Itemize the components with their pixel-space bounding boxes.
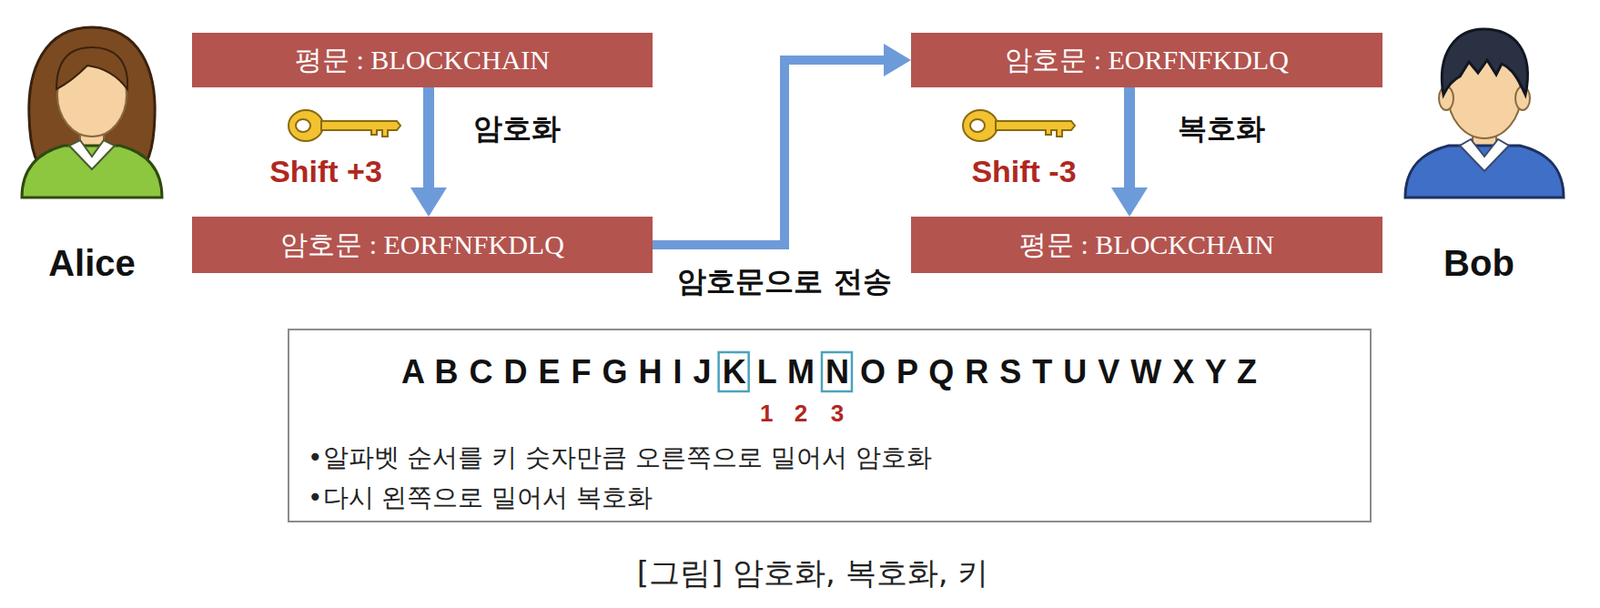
arrow-head xyxy=(883,43,912,77)
alphabet-row: A B C D E F G H I J K L M N O P Q R S T … xyxy=(289,352,1370,393)
shift-number: 3 xyxy=(830,399,844,427)
flow-arrow xyxy=(1111,87,1148,217)
alice-icon xyxy=(21,27,163,198)
ciphertext-box: 암호문 : EORFNFKDLQ xyxy=(192,216,653,274)
arrow-shaft xyxy=(1124,87,1135,190)
box-text: 평문 : BLOCKCHAIN xyxy=(1019,228,1275,262)
arrow-head xyxy=(1111,187,1148,217)
ciphertext-box: 암호문 : EORFNFKDLQ xyxy=(911,32,1383,88)
box-text: 암호문 : EORFNFKDLQ xyxy=(280,228,565,262)
key-icon xyxy=(288,110,401,142)
shift-key-label: Shift +3 xyxy=(269,153,383,190)
edge-label: 암호문으로 전송 xyxy=(674,262,894,303)
edge-label: 복호화 xyxy=(1174,109,1268,150)
shift-number: 2 xyxy=(794,399,808,427)
alphabet-panel: A B C D E F G H I J K L M N O P Q R S T … xyxy=(287,328,1372,523)
box-text: 암호문 : EORFNFKDLQ xyxy=(1004,43,1289,77)
figure-caption: [그림] 암호화, 복호화, 키 xyxy=(637,552,990,595)
bullet-note: •알파벳 순서를 키 숫자만큼 오른쪽으로 밀어서 암호화 xyxy=(307,440,932,476)
arrow-shaft xyxy=(652,60,886,245)
edge-label: 암호화 xyxy=(470,109,564,150)
box-text: 평문 : BLOCKCHAIN xyxy=(294,43,550,77)
shift-key-label: Shift -3 xyxy=(971,153,1076,190)
plaintext-box: 평문 : BLOCKCHAIN xyxy=(192,32,653,88)
person-name: Alice xyxy=(48,243,136,284)
flow-arrow xyxy=(410,87,447,217)
bob-icon xyxy=(1405,29,1564,198)
plaintext-box: 평문 : BLOCKCHAIN xyxy=(911,216,1383,274)
person-name: Bob xyxy=(1443,243,1515,284)
bullet-note: •다시 왼쪽으로 밀어서 복호화 xyxy=(307,480,653,516)
transfer-arrow xyxy=(652,43,912,245)
arrow-shaft xyxy=(423,87,435,190)
key-icon xyxy=(962,110,1075,142)
shift-number: 1 xyxy=(759,399,773,427)
arrow-head xyxy=(410,187,447,217)
